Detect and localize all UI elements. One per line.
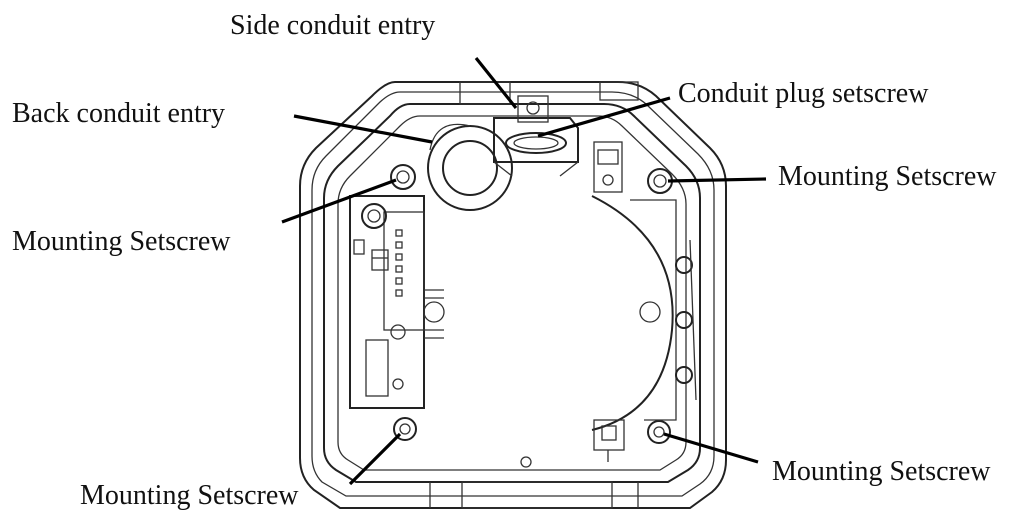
label-mounting-setscrew-bottom-left: Mounting Setscrew (80, 480, 299, 511)
arrow-ms-left (281, 178, 397, 224)
conduit-plug (505, 132, 567, 154)
label-mounting-setscrew-left: Mounting Setscrew (12, 226, 231, 257)
mounting-setscrew-top-left (390, 164, 416, 190)
arrow-side-conduit (474, 57, 518, 109)
housing-inner-lip (337, 115, 687, 471)
label-conduit-plug-setscrew: Conduit plug setscrew (678, 78, 929, 109)
label-side-conduit-entry: Side conduit entry (230, 10, 436, 41)
housing-second-rim (311, 91, 715, 497)
top-notch-left (459, 81, 511, 105)
conduit-block (493, 117, 579, 163)
circuit-board (349, 195, 445, 409)
back-conduit-boss (427, 125, 513, 211)
arrow-back-conduit (293, 114, 433, 144)
top-notch-right (599, 81, 639, 101)
arrow-conduit-plug (537, 96, 671, 138)
mounting-setscrew-bottom-left (393, 417, 417, 441)
arrow-ms-bottom-left (348, 432, 402, 486)
side-conduit-entry-port (517, 95, 549, 123)
arrow-ms-top-right (667, 177, 767, 183)
arrow-ms-bottom-right (663, 432, 759, 464)
housing-outer-rim (299, 81, 727, 509)
mounting-setscrew-bottom-right (647, 420, 671, 444)
back-conduit-hole (442, 140, 498, 196)
label-mounting-setscrew-top-right: Mounting Setscrew (778, 161, 997, 192)
label-mounting-setscrew-bottom-right: Mounting Setscrew (772, 456, 991, 487)
bottom-tab (461, 481, 613, 509)
label-back-conduit-entry: Back conduit entry (12, 98, 226, 129)
right-bracket (591, 141, 697, 462)
housing-inner-wall (323, 103, 701, 483)
